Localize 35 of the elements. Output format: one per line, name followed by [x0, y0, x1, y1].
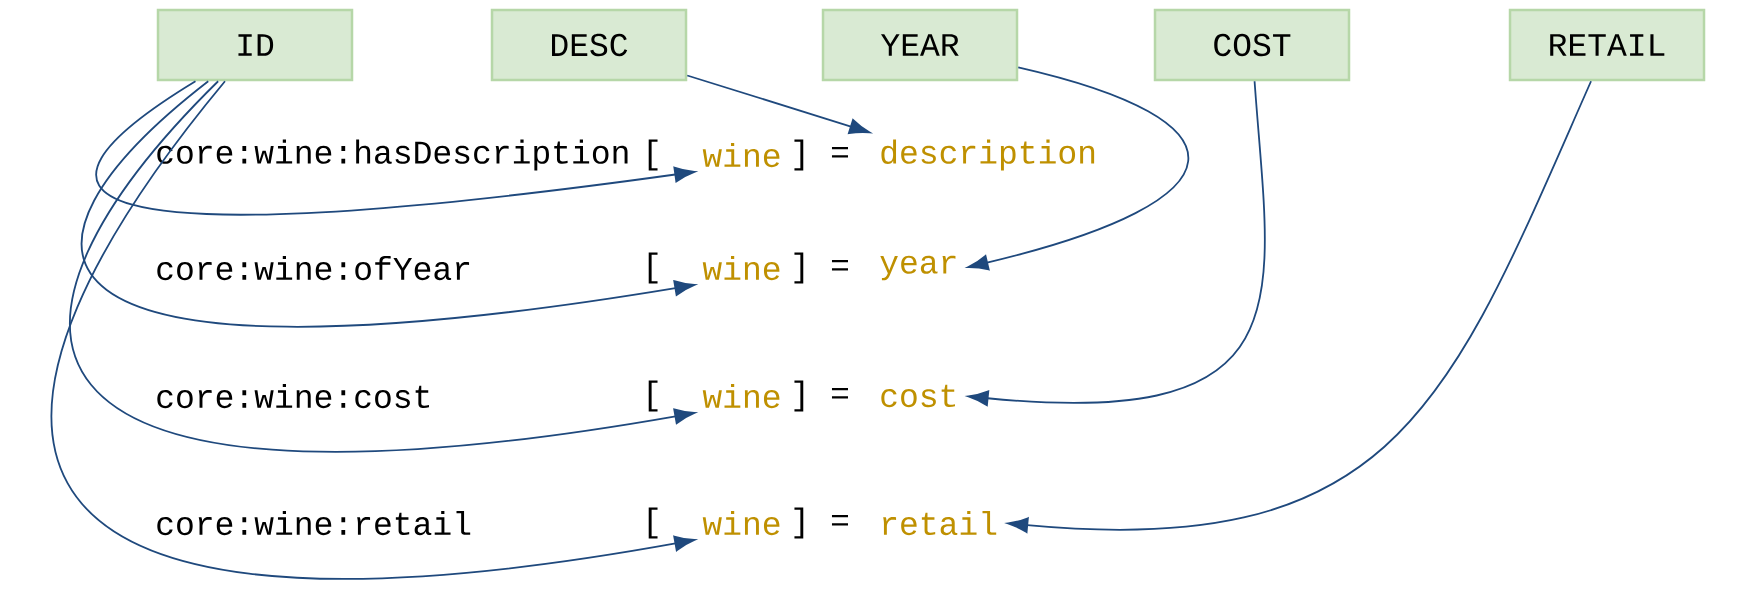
symbol-text: = — [831, 259, 848, 271]
predicate-text: core:wine:retail — [157, 510, 471, 536]
variable-text: wine — [702, 255, 780, 281]
predicate-text: core:wine:cost — [157, 383, 429, 409]
header-box: YEAR — [821, 8, 1019, 82]
arrow — [51, 80, 696, 580]
arrow — [70, 80, 696, 452]
symbol-text: ] — [794, 507, 804, 539]
arrow — [967, 80, 1266, 407]
symbol-text: ] — [794, 252, 804, 284]
arrow — [81, 80, 696, 328]
variable-text: description — [881, 139, 1095, 171]
variable-text: retail — [883, 510, 997, 536]
arrow — [1007, 80, 1592, 533]
variable-text: wine — [702, 383, 780, 409]
symbol-text: = — [831, 146, 848, 158]
variable-text: cost — [881, 384, 955, 408]
arrow — [686, 74, 871, 135]
header-box: DESC — [490, 8, 688, 82]
symbol-text: = — [831, 387, 848, 399]
symbol-text: [ — [648, 507, 658, 539]
symbol-text: [ — [648, 139, 658, 171]
variable-text: wine — [702, 142, 780, 168]
header-box: ID — [156, 8, 354, 82]
symbol-text: [ — [648, 380, 658, 412]
header-box: RETAIL — [1508, 8, 1706, 82]
symbol-text: [ — [648, 252, 658, 284]
predicate-text: core:wine:ofYear — [157, 255, 470, 281]
variable-text: year — [880, 255, 956, 281]
symbol-text: ] — [794, 139, 804, 171]
arrow — [967, 66, 1190, 271]
symbol-text: = — [831, 514, 848, 526]
variable-text: wine — [702, 510, 780, 536]
header-box: COST — [1153, 8, 1351, 82]
symbol-text: ] — [794, 380, 804, 412]
